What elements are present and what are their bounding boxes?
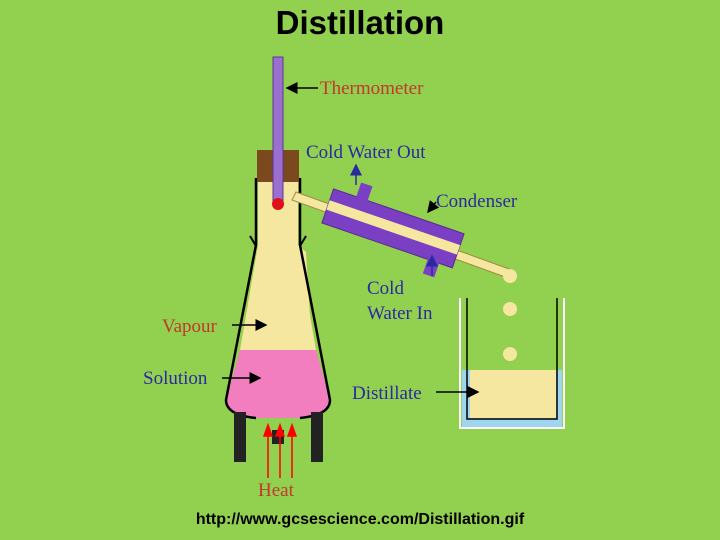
beaker-distillate xyxy=(470,370,556,418)
beaker-outline xyxy=(459,298,565,429)
label-heat: Heat xyxy=(258,480,295,501)
label-cold-water-in-2: Water In xyxy=(367,303,433,324)
label-solution: Solution xyxy=(143,368,208,389)
source-url: http://www.gcsescience.com/Distillation.… xyxy=(195,511,525,528)
beaker-inner-outline xyxy=(466,298,558,420)
label-thermometer: Thermometer xyxy=(320,78,424,99)
drop-3 xyxy=(503,347,517,361)
label-cold-water-in-1: Cold xyxy=(367,278,404,299)
flask-neck-vapour xyxy=(258,180,298,248)
drop-1 xyxy=(503,269,517,283)
flask-lip-left xyxy=(249,235,257,247)
heat-arrows xyxy=(262,422,298,478)
label-cold-water-out: Cold Water Out xyxy=(306,142,426,163)
thermometer xyxy=(272,56,284,205)
arrow-condenser xyxy=(427,200,440,214)
label-vapour: Vapour xyxy=(162,316,218,337)
flask-lip-right xyxy=(299,235,307,247)
flask-outline-left xyxy=(224,178,258,420)
drop-2 xyxy=(503,302,517,316)
page-title: Distillation xyxy=(275,4,445,41)
tripod-leg-right xyxy=(311,412,323,462)
label-distillate: Distillate xyxy=(352,383,422,404)
flask-outline-right xyxy=(298,178,332,420)
label-condenser: Condenser xyxy=(436,191,518,212)
flask-solution xyxy=(226,350,330,418)
tripod-leg-left xyxy=(234,412,246,462)
thermometer-bulb xyxy=(272,198,284,210)
